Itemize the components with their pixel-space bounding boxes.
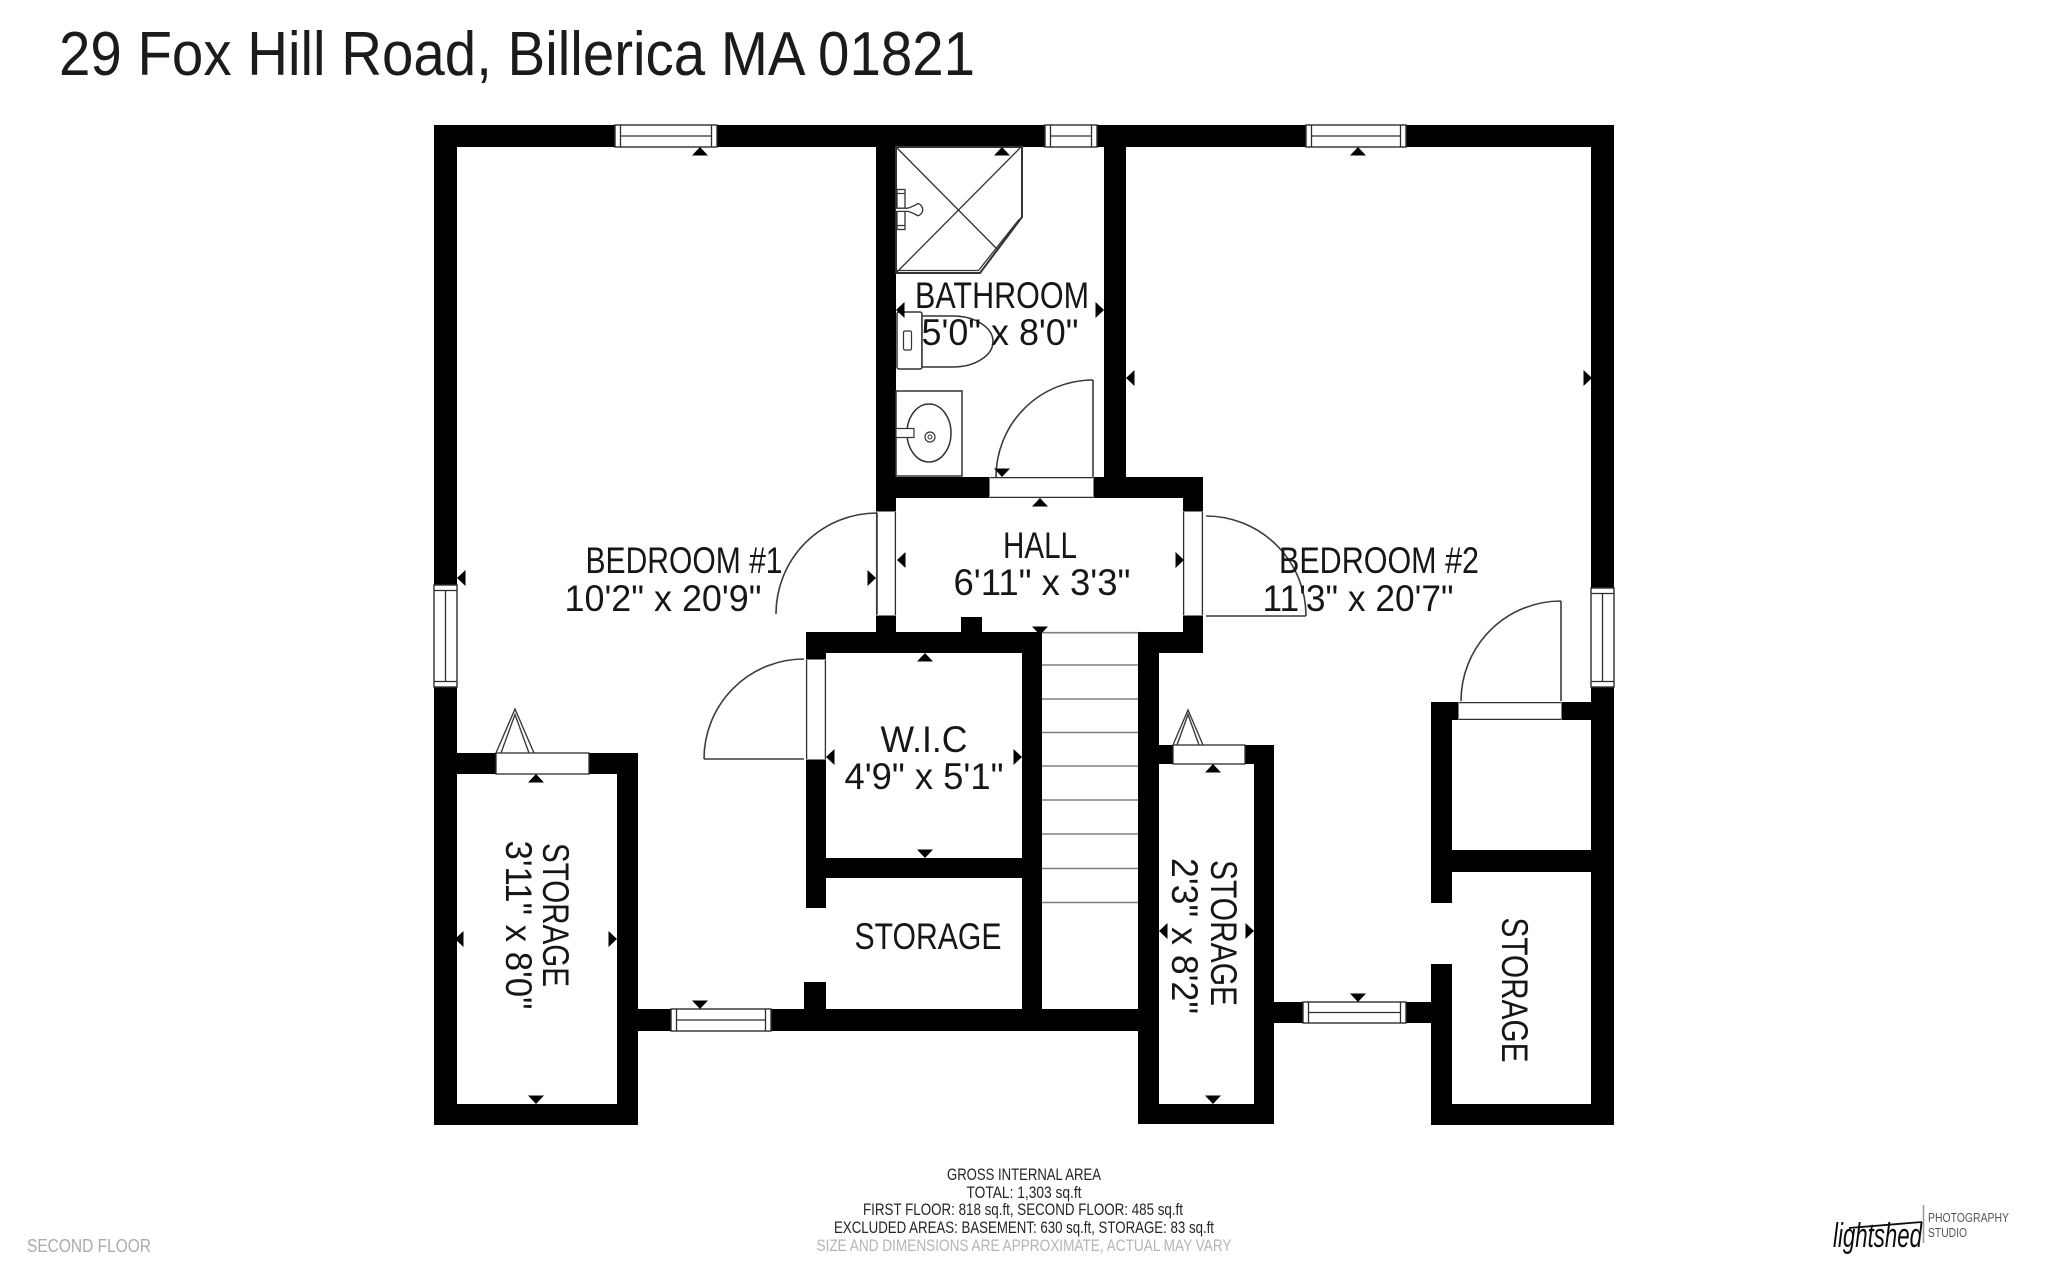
svg-text:BEDROOM #2: BEDROOM #2	[1279, 540, 1479, 581]
svg-text:STORAGE: STORAGE	[1494, 918, 1535, 1063]
svg-text:5'0" x 8'0": 5'0" x 8'0"	[922, 312, 1079, 353]
svg-text:SIZE AND DIMENSIONS ARE APPROX: SIZE AND DIMENSIONS ARE APPROXIMATE, ACT…	[817, 1236, 1232, 1255]
svg-text:TOTAL: 1,303 sq.ft: TOTAL: 1,303 sq.ft	[967, 1183, 1082, 1202]
svg-text:10'2" x 20'9": 10'2" x 20'9"	[565, 578, 762, 619]
svg-text:STUDIO: STUDIO	[1928, 1226, 1967, 1240]
svg-text:GROSS INTERNAL AREA: GROSS INTERNAL AREA	[947, 1165, 1101, 1184]
svg-text:EXCLUDED AREAS: BASEMENT: 630: EXCLUDED AREAS: BASEMENT: 630 sq.ft, STO…	[834, 1218, 1214, 1237]
svg-text:BEDROOM #1: BEDROOM #1	[586, 540, 783, 581]
svg-text:STORAGE: STORAGE	[855, 916, 1002, 957]
svg-text:HALL: HALL	[1003, 525, 1077, 566]
svg-text:6'11" x 3'3": 6'11" x 3'3"	[954, 562, 1131, 603]
svg-text:3'11" x 8'0": 3'11" x 8'0"	[498, 841, 539, 1010]
svg-text:STORAGE: STORAGE	[1203, 860, 1244, 1006]
svg-text:29 Fox Hill Road, Billerica MA: 29 Fox Hill Road, Billerica MA 01821	[59, 20, 975, 89]
svg-text:FIRST FLOOR: 818 sq.ft, SECOND: FIRST FLOOR: 818 sq.ft, SECOND FLOOR: 48…	[863, 1200, 1183, 1219]
svg-text:STORAGE: STORAGE	[535, 843, 576, 987]
svg-text:BATHROOM: BATHROOM	[915, 275, 1089, 316]
svg-text:2'3" x 8'2": 2'3" x 8'2"	[1164, 858, 1205, 1014]
svg-text:W.I.C: W.I.C	[881, 719, 968, 760]
svg-text:PHOTOGRAPHY: PHOTOGRAPHY	[1928, 1211, 2010, 1225]
svg-text:4'9" x 5'1": 4'9" x 5'1"	[845, 756, 1004, 797]
svg-text:11'3" x 20'7": 11'3" x 20'7"	[1263, 578, 1454, 619]
svg-text:SECOND FLOOR: SECOND FLOOR	[27, 1236, 151, 1256]
